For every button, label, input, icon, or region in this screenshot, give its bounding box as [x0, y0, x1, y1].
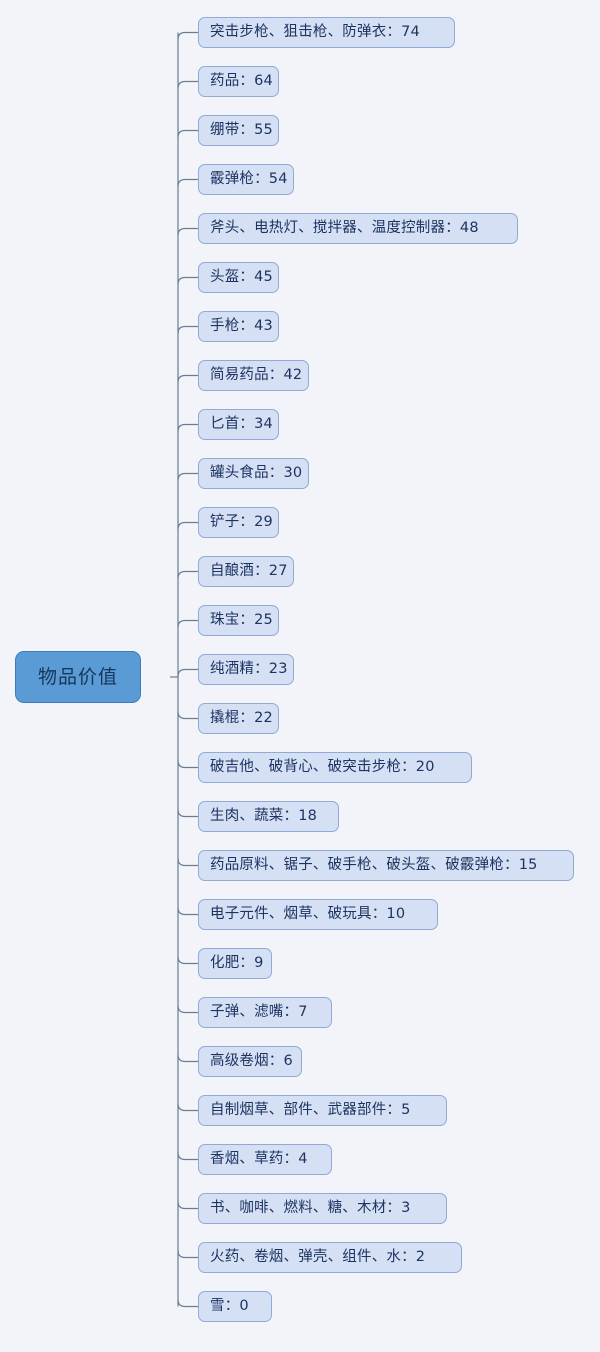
branch-node[interactable]: 自制烟草、部件、武器部件：5	[198, 1095, 447, 1126]
branch-node[interactable]: 匕首：34	[198, 409, 279, 440]
branch-node-label: 自制烟草、部件、武器部件：5	[210, 1102, 411, 1118]
branch-node-label: 匕首：34	[210, 416, 273, 432]
branch-node-label: 罐头食品：30	[210, 465, 303, 481]
branch-node[interactable]: 破吉他、破背心、破突击步枪：20	[198, 752, 472, 783]
branch-node-label: 霰弹枪：54	[210, 171, 288, 187]
branch-node[interactable]: 罐头食品：30	[198, 458, 309, 489]
branch-node[interactable]: 药品：64	[198, 66, 279, 97]
root-node[interactable]: 物品价值	[15, 651, 142, 703]
branch-node[interactable]: 绷带：55	[198, 115, 279, 146]
branch-node-label: 子弹、滤嘴：7	[210, 1004, 308, 1020]
branch-node[interactable]: 简易药品：42	[198, 360, 309, 391]
branch-node[interactable]: 突击步枪、狙击枪、防弹衣：74	[198, 17, 455, 48]
branch-node[interactable]: 头盔：45	[198, 262, 279, 293]
branch-node-label: 化肥：9	[210, 955, 264, 971]
root-node-label: 物品价值	[38, 666, 119, 688]
branch-node-label: 雪：0	[210, 1298, 249, 1314]
branch-node-label: 纯酒精：23	[210, 661, 288, 677]
branch-node-label: 破吉他、破背心、破突击步枪：20	[210, 759, 435, 775]
branch-node-label: 药品：64	[210, 73, 273, 89]
branch-node-label: 珠宝：25	[210, 612, 273, 628]
branch-node-label: 电子元件、烟草、破玩具：10	[210, 906, 406, 922]
branch-node[interactable]: 香烟、草药：4	[198, 1144, 332, 1175]
branch-node[interactable]: 雪：0	[198, 1291, 272, 1322]
branch-node[interactable]: 火药、卷烟、弹壳、组件、水：2	[198, 1242, 462, 1273]
branch-node-label: 高级卷烟：6	[210, 1053, 293, 1069]
branch-node-label: 自酿酒：27	[210, 563, 288, 579]
branch-node-label: 突击步枪、狙击枪、防弹衣：74	[210, 24, 420, 40]
branch-node-label: 头盔：45	[210, 269, 273, 285]
branch-node-label: 火药、卷烟、弹壳、组件、水：2	[210, 1249, 426, 1265]
branch-node[interactable]: 化肥：9	[198, 948, 272, 979]
branch-node[interactable]: 书、咖啡、燃料、糖、木材：3	[198, 1193, 447, 1224]
branch-node-label: 铲子：29	[210, 514, 273, 530]
branch-node[interactable]: 撬棍：22	[198, 703, 279, 734]
branch-node-label: 斧头、电热灯、搅拌器、温度控制器：48	[210, 220, 479, 236]
branch-node-label: 生肉、蔬菜：18	[210, 808, 318, 824]
branch-node[interactable]: 斧头、电热灯、搅拌器、温度控制器：48	[198, 213, 518, 244]
branch-node-label: 绷带：55	[210, 122, 273, 138]
branch-node[interactable]: 电子元件、烟草、破玩具：10	[198, 899, 438, 930]
branch-node[interactable]: 药品原料、锯子、破手枪、破头盔、破霰弹枪：15	[198, 850, 574, 881]
branch-node[interactable]: 生肉、蔬菜：18	[198, 801, 339, 832]
branch-node-label: 药品原料、锯子、破手枪、破头盔、破霰弹枪：15	[210, 857, 538, 873]
branch-node[interactable]: 子弹、滤嘴：7	[198, 997, 332, 1028]
branch-node-label: 香烟、草药：4	[210, 1151, 308, 1167]
branch-node[interactable]: 铲子：29	[198, 507, 279, 538]
branch-node[interactable]: 自酿酒：27	[198, 556, 294, 587]
branch-node-label: 撬棍：22	[210, 710, 273, 726]
branch-node[interactable]: 珠宝：25	[198, 605, 279, 636]
branch-node-label: 手枪：43	[210, 318, 273, 334]
branch-node[interactable]: 霰弹枪：54	[198, 164, 294, 195]
branch-node-label: 简易药品：42	[210, 367, 303, 383]
branch-node[interactable]: 高级卷烟：6	[198, 1046, 302, 1077]
branch-node[interactable]: 手枪：43	[198, 311, 279, 342]
branch-node-label: 书、咖啡、燃料、糖、木材：3	[210, 1200, 411, 1216]
branch-node[interactable]: 纯酒精：23	[198, 654, 294, 685]
